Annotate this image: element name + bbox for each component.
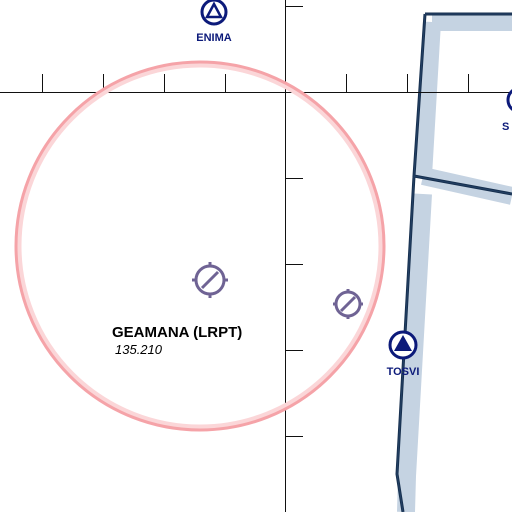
waypoint-label: TOSVI bbox=[387, 366, 420, 378]
aerodrome-name: GEAMANA (LRPT) bbox=[112, 324, 242, 341]
waypoint-label: S bbox=[502, 121, 509, 133]
waypoint-enima[interactable]: ENIMA bbox=[196, 0, 232, 44]
waypoint-outline-icon bbox=[506, 89, 512, 111]
aerodrome-icon[interactable] bbox=[192, 262, 228, 298]
aerodrome-frequency: 135.210 bbox=[115, 342, 163, 357]
airfield-icon[interactable] bbox=[333, 289, 363, 319]
waypoint-label: ENIMA bbox=[196, 32, 232, 44]
aerodrome-zone-ring bbox=[14, 60, 386, 432]
waypoint-partial[interactable]: S bbox=[502, 88, 512, 133]
triangle-outline-icon bbox=[204, 1, 224, 19]
triangle-filled-icon bbox=[394, 335, 412, 351]
airspace-line-outer bbox=[396, 13, 512, 512]
waypoint-tosvi[interactable]: TOSVI bbox=[387, 330, 420, 378]
airspace-band bbox=[397, 13, 512, 512]
aerodrome-zone bbox=[14, 60, 386, 432]
aerodrome-zone-inner bbox=[16, 62, 384, 430]
airspace-boundary bbox=[395, 12, 512, 512]
